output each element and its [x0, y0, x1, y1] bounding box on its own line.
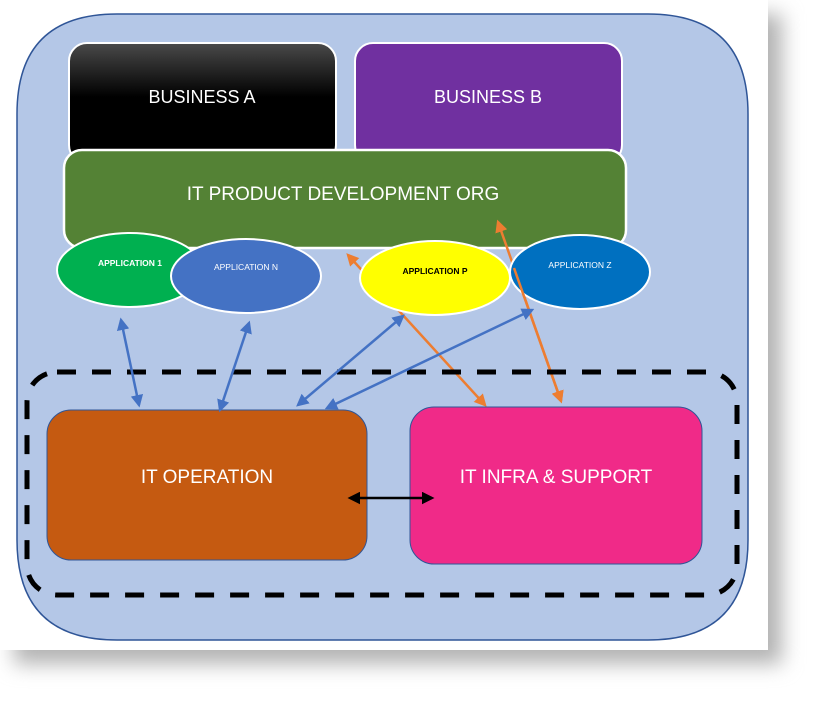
application-1-label: APPLICATION 1	[98, 258, 162, 268]
arrow-itdev-to-infra-2-overlay	[512, 267, 564, 404]
business-a-box[interactable]: BUSINESS A	[68, 42, 337, 164]
arrow-app1-to-operation	[116, 317, 144, 408]
it-product-development-label: IT PRODUCT DEVELOPMENT ORG	[187, 184, 500, 205]
application-z-label: APPLICATION Z	[548, 260, 611, 270]
application-z-node[interactable]: APPLICATION Z	[509, 234, 651, 310]
arrow-appn-to-operation	[217, 320, 252, 413]
it-infra-support-box[interactable]: IT INFRA & SUPPORT	[409, 406, 703, 565]
it-operation-label: IT OPERATION	[141, 467, 273, 488]
application-n-node[interactable]: APPLICATION N	[170, 238, 322, 314]
arrow-appz-to-operation	[324, 308, 535, 410]
it-operation-box[interactable]: IT OPERATION	[46, 409, 368, 561]
it-product-development-box[interactable]: IT PRODUCT DEVELOPMENT ORG	[62, 148, 628, 250]
business-a-label: BUSINESS A	[148, 87, 255, 107]
business-b-label: BUSINESS B	[434, 87, 542, 107]
application-p-node[interactable]: APPLICATION P	[359, 240, 511, 316]
it-infra-support-label: IT INFRA & SUPPORT	[460, 467, 653, 488]
business-b-box[interactable]: BUSINESS B	[354, 42, 623, 164]
application-p-label: APPLICATION P	[402, 266, 467, 276]
application-n-label: APPLICATION N	[214, 262, 278, 272]
